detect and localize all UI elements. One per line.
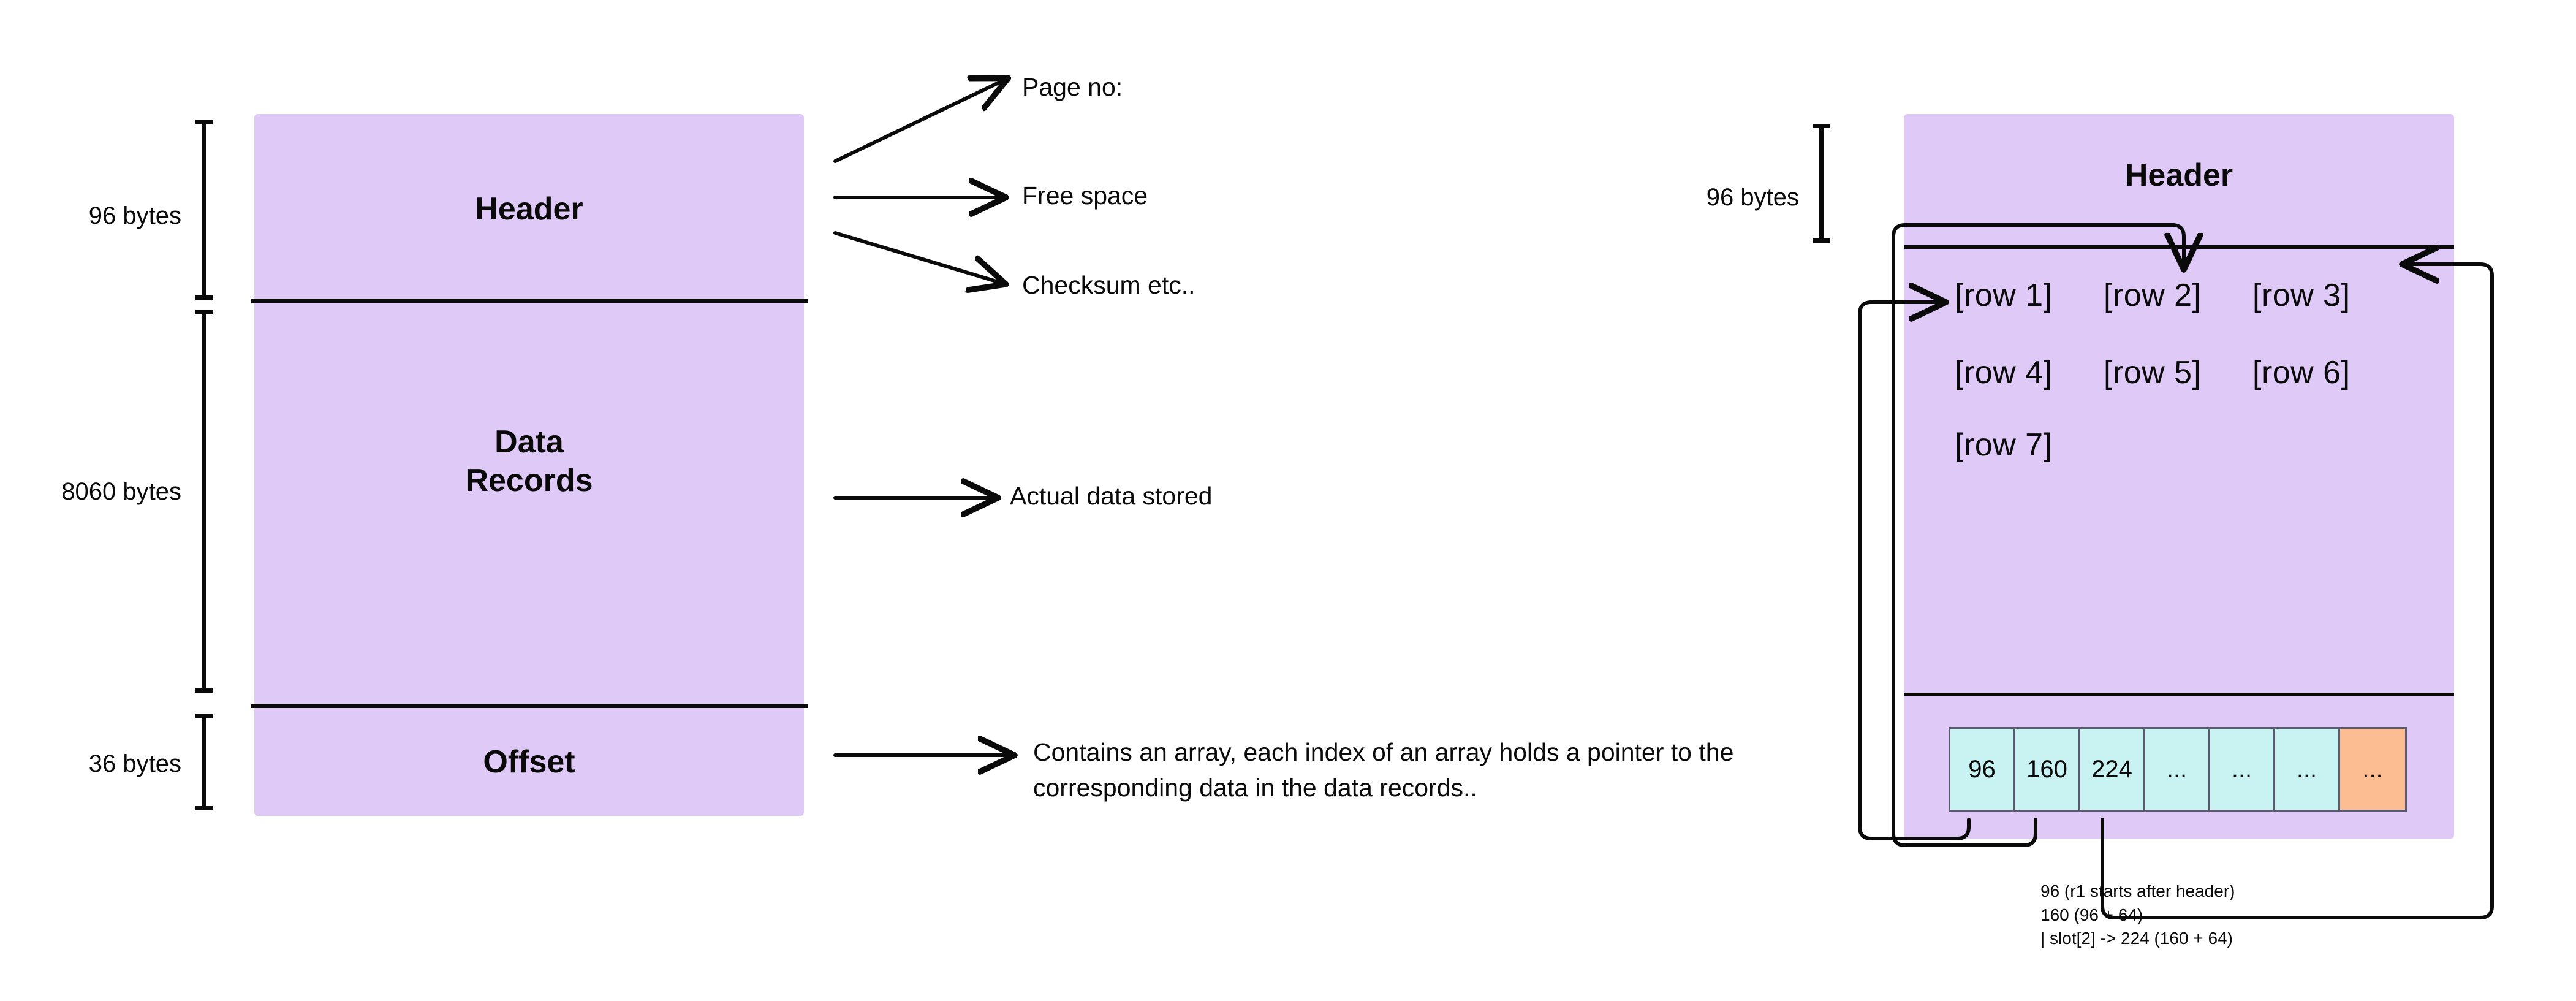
annotation-page-no: Page no:: [1022, 73, 1123, 101]
slot-cell-2[interactable]: 224: [2080, 729, 2145, 810]
right-page-header-label: Header: [2124, 158, 2233, 193]
row-label-row-1: [row 1]: [1955, 278, 2053, 313]
left-page-offset-label: Offset: [483, 744, 575, 780]
row-label-row-7: [row 7]: [1955, 427, 2053, 463]
slot-value-3: ...: [2166, 755, 2188, 783]
slot-cell-4[interactable]: ...: [2210, 729, 2275, 810]
left-page-block: [254, 114, 804, 816]
slot-cell-5[interactable]: ...: [2275, 729, 2340, 810]
dimension-bracket-96-bytes: [195, 120, 213, 300]
dimension-bracket-8060-bytes: [195, 310, 213, 693]
slot-value-0: 96: [1968, 755, 1996, 783]
slot-value-6: ...: [2362, 755, 2383, 783]
slot-value-4: ...: [2231, 755, 2252, 783]
slot-array: 96 160 224 ... ... ... ...: [1949, 727, 2407, 812]
row-line-3: [row 7]: [1955, 427, 2104, 463]
annotation-offset-description: Contains an array, each index of an arra…: [1033, 738, 1734, 802]
dimension-label-8060-bytes: 8060 bytes: [61, 478, 181, 505]
left-page-divider-data-offset: [251, 704, 808, 708]
slot-cell-3[interactable]: ...: [2145, 729, 2210, 810]
left-page-data-records-label: Data Records: [465, 424, 593, 499]
row-label-row-2: [row 2]: [2104, 278, 2202, 313]
slot-value-5: ...: [2296, 755, 2317, 783]
right-page-divider-data-offset: [1904, 693, 2454, 696]
slot-cell-1[interactable]: 160: [2015, 729, 2080, 810]
row-label-row-3: [row 3]: [2252, 278, 2351, 313]
row-label-row-5: [row 5]: [2104, 355, 2202, 390]
row-line-1: [row 1] [row 2] [row 3]: [1955, 277, 2401, 314]
annotation-checksum: Checksum etc..: [1022, 271, 1195, 299]
slot-value-1: 160: [2026, 755, 2067, 783]
slot-cell-6[interactable]: ...: [2340, 729, 2405, 810]
dimension-label-96-bytes: 96 bytes: [88, 202, 181, 229]
slot-value-2: 224: [2091, 755, 2132, 783]
row-line-2: [row 4] [row 5] [row 6]: [1955, 354, 2401, 391]
annotation-actual-data-stored: Actual data stored: [1010, 482, 1213, 510]
dimension-label-36-bytes: 36 bytes: [88, 750, 181, 777]
slot-cell-0[interactable]: 96: [1950, 729, 2015, 810]
right-dimension-label-96-bytes: 96 bytes: [1706, 184, 1799, 211]
right-page-divider-header-data: [1904, 245, 2454, 249]
left-page-divider-header-data: [251, 299, 808, 303]
left-page-header-label: Header: [475, 191, 583, 227]
dimension-bracket-36-bytes: [195, 714, 213, 810]
annotation-free-space: Free space: [1022, 181, 1148, 210]
slot-offset-notes: 96 (r1 starts after header) 160 (96 + 64…: [2040, 881, 2235, 948]
arrow-to-page-no: [833, 80, 1005, 163]
arrow-to-checksum: [833, 231, 1002, 283]
right-dimension-bracket-96-bytes: [1813, 124, 1830, 243]
row-label-row-6: [row 6]: [2252, 355, 2351, 390]
row-label-row-4: [row 4]: [1955, 355, 2053, 390]
